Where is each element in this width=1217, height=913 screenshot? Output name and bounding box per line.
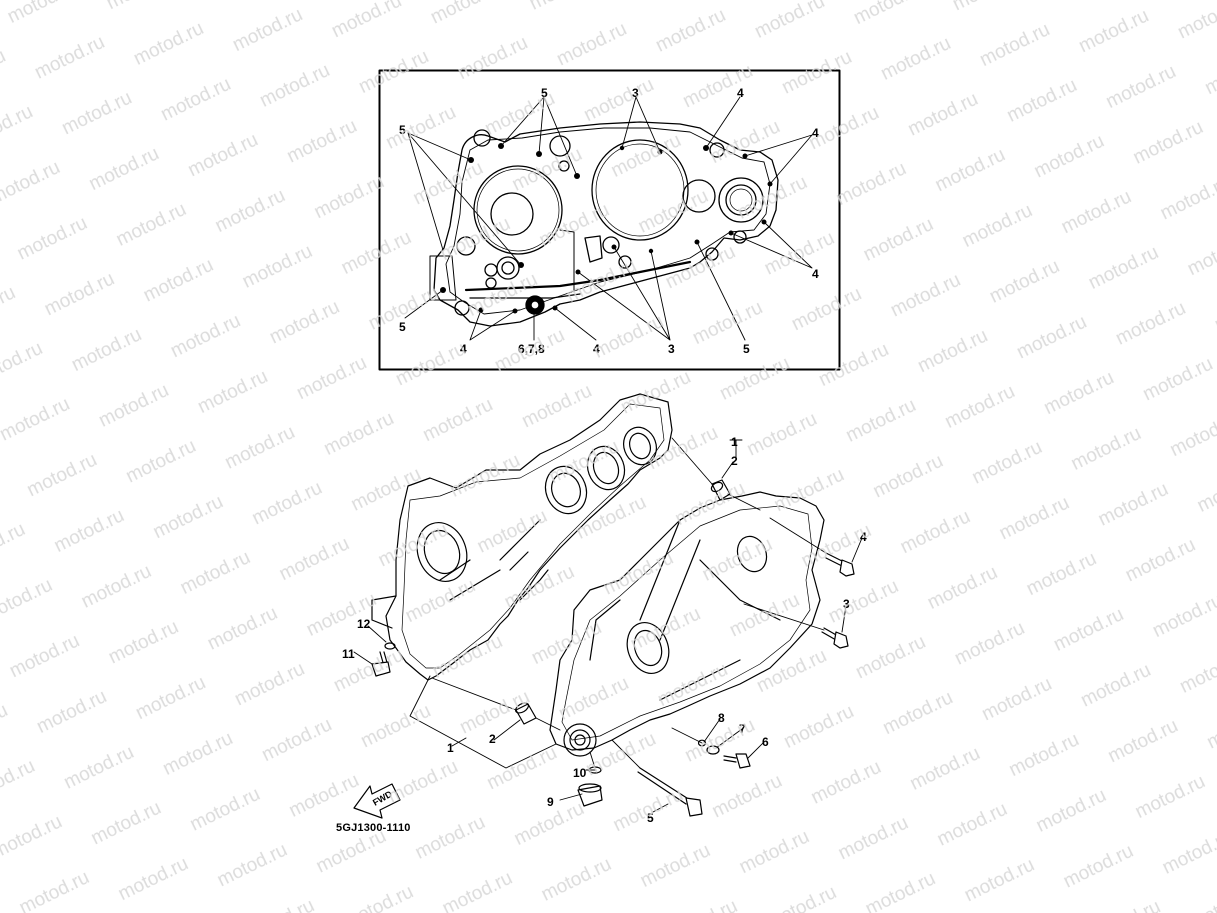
callout-part: 11 — [342, 647, 355, 661]
fasteners — [371, 552, 855, 817]
callout-part: 5 — [647, 811, 654, 825]
dowel-pins — [515, 479, 731, 725]
exploded-leader-lines — [353, 437, 863, 813]
callout-inset: 4 — [812, 126, 819, 140]
callout-inset: 4 — [460, 342, 467, 356]
callout-part: 8 — [718, 711, 725, 725]
callout-part: 7 — [739, 722, 746, 736]
callout-part: 2 — [731, 454, 738, 468]
left-crankcase-half — [371, 393, 673, 681]
callout-inset: 5 — [399, 320, 406, 334]
inset-frame — [378, 69, 841, 371]
callout-part: 6 — [762, 735, 769, 749]
callout-part: 3 — [843, 597, 850, 611]
callout-inset: 5 — [399, 123, 406, 137]
callout-part: 1 — [731, 435, 738, 449]
crankcase-face-view — [429, 121, 779, 327]
callout-part: 2 — [489, 732, 496, 746]
callout-inset: 4 — [812, 267, 819, 281]
callout-inset: 5 — [743, 342, 750, 356]
right-crankcase-half — [549, 491, 825, 757]
callout-part: 1 — [447, 741, 454, 755]
part-code: 5GJ1300-1110 — [336, 822, 411, 834]
callout-part: 10 — [573, 766, 587, 780]
callout-inset: 3 — [668, 342, 675, 356]
callout-part: 4 — [860, 530, 867, 544]
callout-inset: 4 — [737, 86, 744, 100]
callout-inset: 5 — [541, 86, 548, 100]
callout-part: 12 — [357, 617, 371, 631]
callout-part: 9 — [547, 795, 554, 809]
callout-inset: 4 — [593, 342, 600, 356]
callout-inset: 6,7,8 — [518, 342, 545, 356]
callout-inset: 3 — [632, 86, 639, 100]
